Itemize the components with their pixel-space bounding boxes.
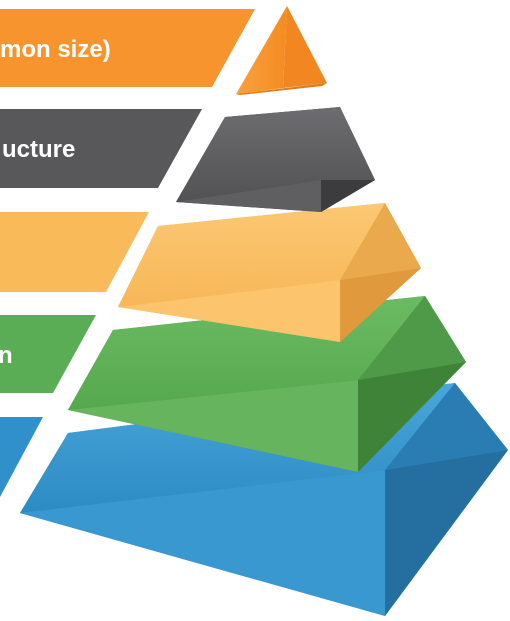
band-gold	[0, 212, 149, 292]
band-green-label: n	[0, 342, 13, 369]
pyramid-tier-gold	[118, 203, 421, 342]
pyramid-tier-gray	[176, 107, 375, 212]
band-orange: mon size)	[0, 9, 255, 87]
band-green: n	[0, 315, 96, 393]
band-orange-label: mon size)	[0, 36, 111, 63]
pyramid-tier-orange	[236, 6, 327, 95]
band-gray: ucture	[0, 109, 202, 188]
band-blue	[0, 417, 43, 497]
pyramid-tier-green	[68, 296, 466, 472]
band-gray-label: ucture	[2, 136, 75, 163]
